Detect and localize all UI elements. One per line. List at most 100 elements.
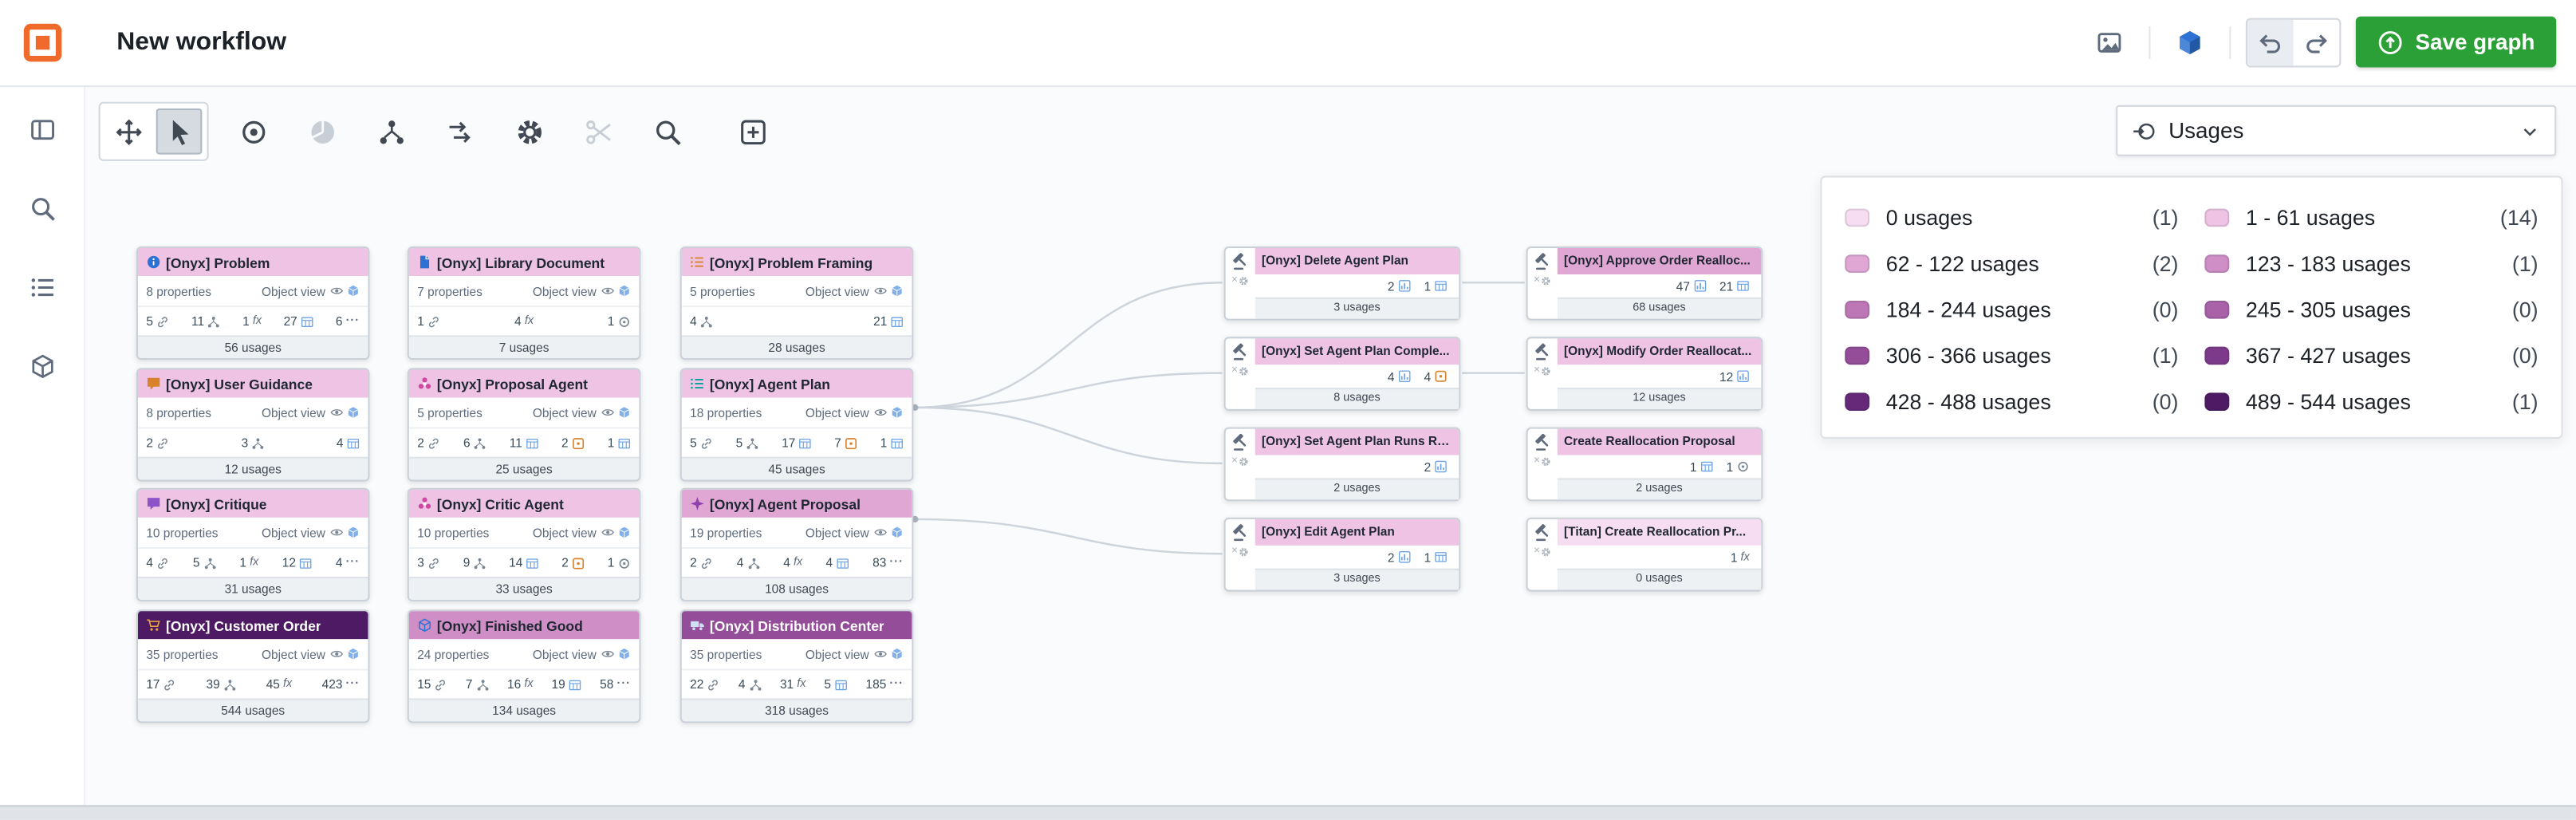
object-view-link[interactable]: Object view — [533, 525, 631, 540]
redo-button[interactable] — [2294, 19, 2340, 65]
object-view-link[interactable]: Object view — [533, 283, 631, 298]
select-tool[interactable] — [156, 108, 203, 155]
object-view-link[interactable]: Object view — [805, 405, 904, 420]
object-cube-icon — [890, 284, 903, 297]
stat-value: 17 — [146, 676, 160, 692]
object-view-link[interactable]: Object view — [805, 283, 904, 298]
ontology-cube-button[interactable] — [2165, 18, 2215, 67]
link-icon — [427, 314, 440, 327]
stat-value: 5 — [146, 313, 153, 329]
object-view-link[interactable]: Object view — [262, 405, 360, 420]
stat-value: 1 — [1424, 278, 1432, 294]
undo-button[interactable] — [2247, 18, 2294, 65]
legend-item[interactable]: 428 - 488 usages(0) — [1845, 378, 2178, 424]
legend-item[interactable]: 1 - 61 usages(14) — [2204, 194, 2539, 240]
rail-panels-button[interactable] — [0, 90, 85, 169]
object-view-link[interactable]: Object view — [262, 283, 360, 298]
layout-tool[interactable] — [366, 107, 416, 156]
legend-item[interactable]: 489 - 544 usages(1) — [2204, 378, 2539, 424]
stat: 5 — [736, 436, 759, 450]
cut-tool — [573, 107, 623, 156]
object-view-link[interactable]: Object view — [262, 525, 360, 540]
object-view-link[interactable]: Object view — [805, 525, 904, 540]
node-title-bar: [Onyx] Customer Order — [138, 611, 368, 640]
stat-value: 14 — [509, 555, 523, 570]
legend-item[interactable]: 245 - 305 usages(0) — [2204, 286, 2539, 332]
rail-list-button[interactable] — [0, 248, 85, 327]
stat-value: 1 — [880, 435, 888, 451]
focus-tool[interactable] — [228, 107, 278, 156]
legend-item[interactable]: 184 - 244 usages(0) — [1845, 286, 2178, 332]
object-view-link[interactable]: Object view — [533, 647, 631, 661]
rail-search-button[interactable] — [0, 169, 85, 248]
search-tool[interactable] — [642, 107, 691, 156]
legend-item[interactable]: 0 usages(1) — [1845, 194, 2178, 240]
object-view-link[interactable]: Object view — [805, 647, 904, 661]
node-usages: 25 usages — [408, 456, 640, 480]
link-icon — [427, 556, 440, 569]
stat-value: 11 — [509, 435, 522, 451]
rail-objects-button[interactable] — [0, 327, 85, 406]
table-icon — [526, 436, 538, 449]
insert-icon — [739, 117, 766, 145]
legend-item[interactable]: 306 - 366 usages(1) — [1845, 332, 2178, 378]
usages-dropdown[interactable]: Usages — [2116, 104, 2557, 156]
app-logo-icon[interactable] — [22, 22, 65, 65]
legend-swatch — [2204, 392, 2230, 410]
flow-tool[interactable] — [435, 107, 485, 156]
insert-tool[interactable] — [728, 107, 778, 156]
save-graph-button[interactable]: Save graph — [2356, 16, 2557, 68]
stat: 6 — [463, 436, 486, 450]
settings-tool[interactable] — [504, 107, 553, 156]
box-icon — [845, 436, 857, 449]
node-usages: 0 usages — [1557, 568, 1762, 590]
stat: 7 — [466, 677, 489, 692]
stat: 2 — [561, 436, 585, 450]
legend-swatch — [1845, 299, 1870, 318]
object-view-link[interactable]: Object view — [262, 647, 360, 661]
move-icon — [114, 117, 142, 145]
stat: 1 — [1424, 550, 1448, 565]
legend-item[interactable]: 367 - 427 usages(0) — [2204, 332, 2539, 378]
insert-image-button[interactable] — [2085, 18, 2134, 67]
legend-item[interactable]: 123 - 183 usages(1) — [2204, 240, 2539, 286]
link-icon — [427, 436, 440, 449]
stat-value: 1 — [1726, 459, 1734, 475]
move-tool[interactable] — [105, 108, 152, 155]
stat: 3 — [242, 436, 265, 450]
legend-item[interactable]: 62 - 122 usages(2) — [1845, 240, 2178, 286]
object-view-link[interactable]: Object view — [533, 405, 631, 420]
chevron-down-icon — [2520, 120, 2540, 140]
gavel-icon — [1231, 433, 1250, 452]
stat-value: 47 — [1676, 278, 1690, 294]
action-gutter: × — [1528, 248, 1558, 319]
